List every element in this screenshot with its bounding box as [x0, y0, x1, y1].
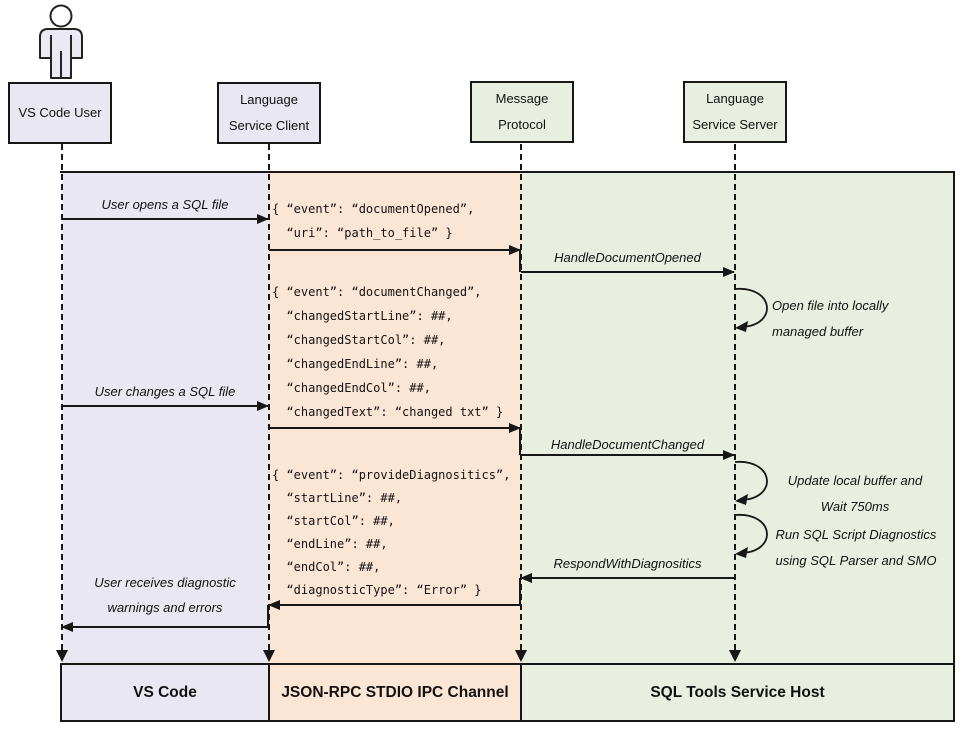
- lifeline-end-arrow-icon: [263, 650, 275, 662]
- region-top-border: [60, 171, 955, 173]
- payload-document-changed: { “event”: “documentChanged”, “changedSt…: [272, 280, 503, 424]
- payload-line: “endCol”: ##,: [272, 560, 381, 574]
- note-line: managed buffer: [772, 323, 864, 339]
- arrow-server-to-protocol: [520, 573, 734, 583]
- message-label-line: User receives diagnostic: [94, 575, 236, 590]
- region-right-border: [953, 171, 955, 663]
- actor-label: Service Client: [228, 118, 310, 133]
- payload-line: “startLine”: ##,: [272, 491, 403, 505]
- actor-box-vscode-user: VS Code User: [8, 82, 112, 144]
- connector-protocol: [519, 250, 521, 272]
- connector-protocol: [519, 428, 521, 455]
- lane-background-ipc: [269, 173, 521, 663]
- message-label-user-changes-sql-file: User changes a SQL file: [94, 384, 236, 399]
- lane-box-jsonrpc-ipc-channel: JSON-RPC STDIO IPC Channel: [268, 663, 522, 722]
- lifeline-server: [734, 144, 736, 650]
- lane-label: JSON-RPC STDIO IPC Channel: [281, 683, 509, 701]
- message-label-handle-document-opened: HandleDocumentOpened: [554, 250, 701, 265]
- note-line: Open file into locally: [772, 298, 889, 313]
- lifeline-protocol: [520, 144, 522, 650]
- actor-label: Protocol: [498, 117, 546, 132]
- payload-line: “changedStartCol”: ##,: [272, 333, 446, 347]
- payload-line: “uri”: “path_to_file” }: [272, 225, 453, 240]
- note-line: using SQL Parser and SMO: [775, 552, 937, 568]
- payload-line: “endLine”: ##,: [272, 537, 388, 551]
- arrow-client-to-protocol: [269, 423, 521, 433]
- actor-label: Service Server: [692, 117, 778, 132]
- actor-label: Message: [495, 91, 549, 106]
- self-loop-arrow-run-diagnostics: [734, 514, 768, 558]
- self-loop-arrow-update-buffer: [734, 461, 768, 505]
- person-actor-icon: [39, 4, 83, 79]
- payload-line: “changedEndCol”: ##,: [272, 381, 431, 395]
- note-open-buffer: Open file into locally managed buffer: [772, 293, 888, 344]
- lane-box-vscode: VS Code: [60, 663, 270, 722]
- payload-line: { “event”: “documentChanged”,: [272, 285, 482, 299]
- payload-line: { “event”: “documentOpened”,: [272, 202, 475, 216]
- payload-line: “diagnosticType”: “Error” }: [272, 583, 482, 597]
- connector-client: [267, 605, 269, 627]
- lifeline-client: [268, 144, 270, 650]
- lifeline-end-arrow-icon: [56, 650, 68, 662]
- arrow-protocol-to-server: [521, 450, 735, 460]
- arrow-client-to-user: [61, 622, 268, 632]
- note-run-diagnostics: Run SQL Script Diagnostics using SQL Par…: [768, 522, 944, 573]
- payload-line: “changedEndLine”: ##,: [272, 357, 439, 371]
- payload-line: “changedText”: “changed txt” }: [272, 405, 504, 419]
- lane-box-sql-tools-service-host: SQL Tools Service Host: [520, 663, 955, 722]
- actor-box-message-protocol: Message Protocol: [470, 81, 574, 143]
- payload-provide-diagnostics: { “event”: “provideDiagnositics”, “start…: [272, 464, 510, 602]
- note-update-buffer: Update local buffer and Wait 750ms: [770, 468, 940, 519]
- payload-line: { “event”: “provideDiagnositics”,: [272, 468, 511, 482]
- lifeline-user: [61, 144, 63, 650]
- lane-background-host: [521, 173, 953, 663]
- payload-document-opened: { “event”: “documentOpened”, “uri”: “pat…: [272, 198, 474, 245]
- actor-label: Language: [240, 92, 298, 107]
- arrow-user-to-client: [62, 401, 269, 411]
- lane-background-vscode: [62, 173, 269, 663]
- message-label-handle-document-changed: HandleDocumentChanged: [550, 437, 705, 452]
- actor-box-language-service-client: Language Service Client: [217, 82, 321, 144]
- actor-box-language-service-server: Language Service Server: [683, 81, 787, 143]
- note-line: Wait 750ms: [820, 498, 890, 514]
- payload-line: “startCol”: ##,: [272, 514, 395, 528]
- lane-label: SQL Tools Service Host: [650, 683, 825, 701]
- lifeline-end-arrow-icon: [515, 650, 527, 662]
- message-label-user-opens-sql-file: User opens a SQL file: [101, 197, 229, 212]
- actor-label: Language: [706, 91, 764, 106]
- arrow-protocol-to-server: [521, 267, 735, 277]
- lifeline-end-arrow-icon: [729, 650, 741, 662]
- lane-label: VS Code: [133, 683, 197, 701]
- note-line: Update local buffer and: [787, 473, 923, 488]
- arrow-client-to-protocol: [269, 245, 521, 255]
- note-line: Run SQL Script Diagnostics: [775, 527, 937, 542]
- arrow-protocol-to-client: [268, 600, 520, 610]
- actor-label: VS Code User: [18, 105, 102, 120]
- message-label-respond-with-diagnostics: RespondWithDiagnositics: [553, 556, 702, 571]
- payload-line: “changedStartLine”: ##,: [272, 309, 453, 323]
- self-loop-arrow-open-buffer: [734, 288, 768, 332]
- message-label-line: warnings and errors: [107, 600, 223, 615]
- arrow-user-to-client: [62, 214, 269, 224]
- message-label-user-receives-diagnostics: User receives diagnostic warnings and er…: [62, 570, 268, 620]
- connector-protocol: [519, 578, 521, 605]
